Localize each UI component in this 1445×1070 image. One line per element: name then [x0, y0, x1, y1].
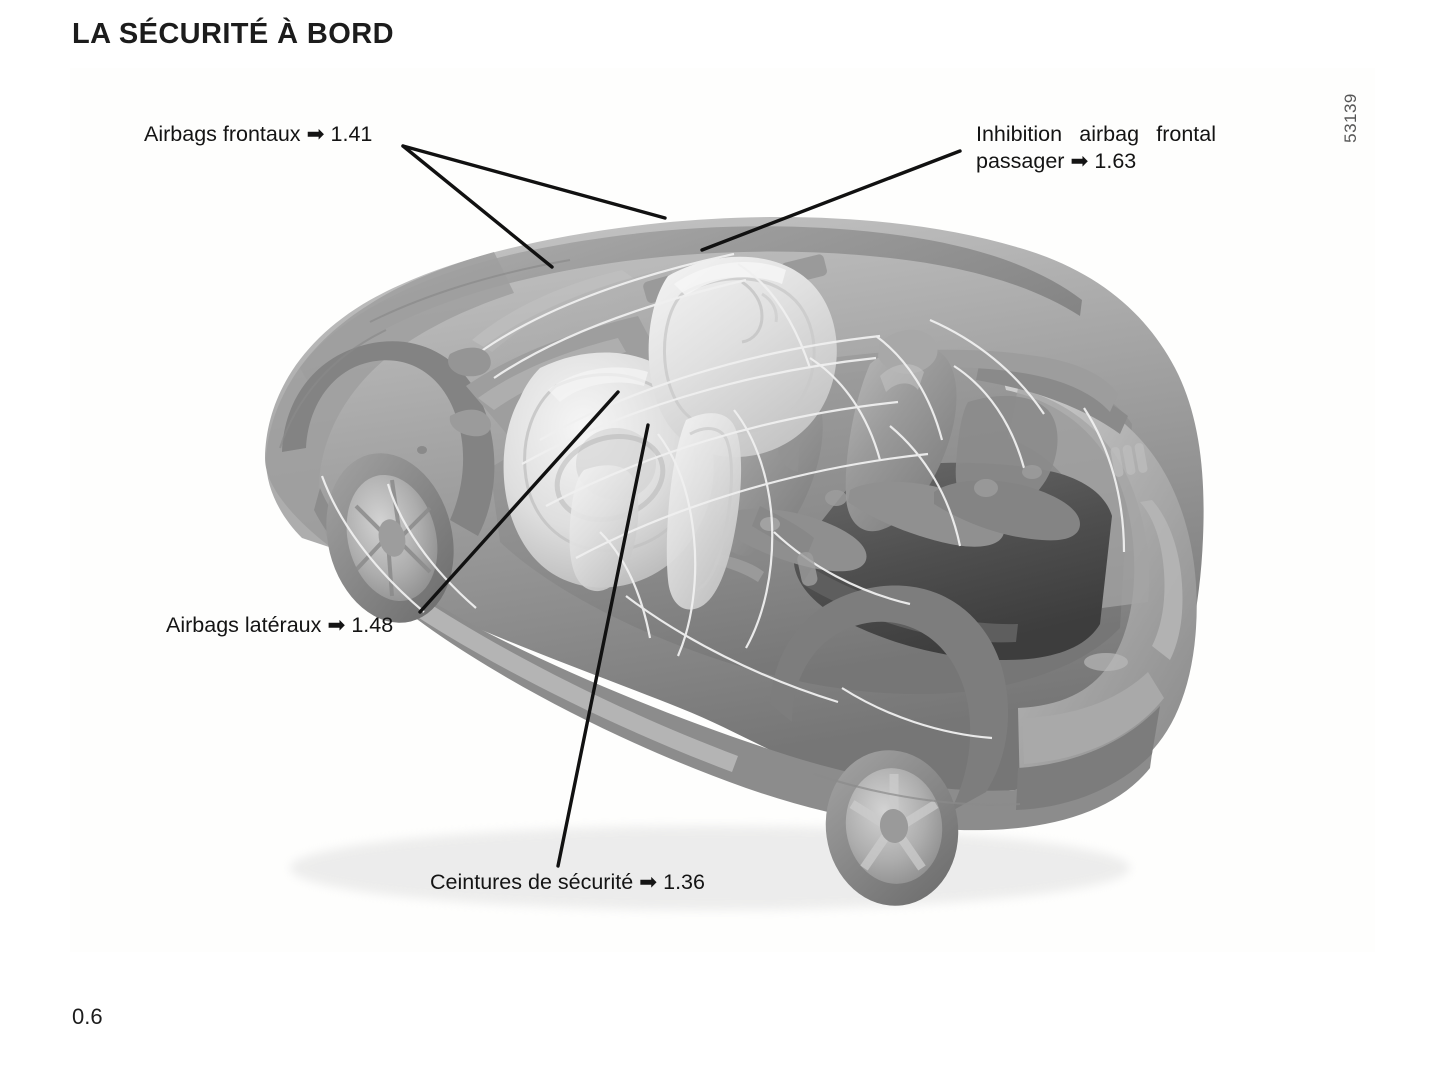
rear-bench-cushion [934, 480, 1080, 541]
console-cupholder [797, 551, 818, 586]
car-safety-illustration [70, 68, 1375, 952]
door-sill-highlight [392, 584, 738, 772]
callout-passenger-inhibition-line-2: passager ➡ 1.63 [976, 149, 1137, 173]
passenger-airbag-seam [663, 277, 816, 434]
callout-seatbelts: Ceintures de sécurité ➡ 1.36 [430, 869, 705, 896]
passenger-airbag-highlight [674, 261, 786, 296]
front-hub [378, 519, 406, 557]
lateral-side-airbag [666, 413, 742, 610]
leader-lines [401, 144, 962, 868]
rear-wheel-arch [770, 585, 1009, 812]
body-crease-lines [279, 259, 1021, 806]
lateral-airbag-seam [689, 427, 733, 592]
front-wheel-arch [282, 341, 495, 536]
leader-seatbelts [556, 423, 650, 868]
rear-wheel [825, 750, 959, 906]
leader-lateral-airbags [418, 390, 620, 614]
passenger-bolster-highlight [880, 364, 924, 392]
callout-frontal-airbags-text: Airbags frontaux ➡ 1.41 [144, 122, 373, 146]
illustration-panel [70, 68, 1375, 952]
parcel-shelf [770, 349, 1118, 412]
wing-mirror [447, 347, 491, 377]
interior-details [797, 465, 1042, 586]
callout-passenger-inhibition-line-1: Inhibition airbag frontal [976, 122, 1216, 146]
rear-trim-bolt [1022, 465, 1042, 479]
car-body [265, 216, 1204, 910]
rear-bumper-lower [1016, 706, 1160, 810]
leader-passenger-inhibition [700, 149, 962, 252]
passenger-airbag-fold-1 [741, 280, 764, 344]
page-title: LA SÉCURITÉ À BORD [72, 18, 394, 50]
callout-seatbelts-text: Ceintures de sécurité ➡ 1.36 [430, 870, 705, 894]
tail-light [1140, 500, 1183, 660]
lateral-airbag-bag [666, 413, 742, 610]
ground-shadow [290, 826, 1130, 910]
rear-seat-bolt [974, 479, 998, 497]
driver-airbag-highlight [548, 367, 648, 402]
door-lock-pin [417, 446, 427, 454]
leader-frontal-to-driver-bag [401, 144, 554, 269]
front-wheel [326, 453, 454, 623]
rear-bumper [1022, 672, 1164, 764]
callout-passenger-inhibition: Inhibition airbag frontal passager ➡ 1.6… [976, 121, 1226, 175]
gear-lever-knob [760, 517, 780, 531]
rear-badge [1084, 653, 1128, 671]
interior-details-light [1110, 443, 1148, 477]
boot-strut-1 [1110, 447, 1124, 477]
leader-frontal-to-passenger-bag [401, 144, 667, 220]
passenger-frontal-airbag [648, 256, 837, 457]
page-number: 0.6 [72, 1004, 103, 1029]
passenger-airbag-bag [648, 256, 837, 457]
seat-rail-bolt [825, 490, 847, 506]
cutaway-ghost-lines [320, 252, 1126, 740]
callout-lateral-airbags-text: Airbags latéraux ➡ 1.48 [166, 613, 394, 637]
boot-strut-3 [1134, 443, 1148, 473]
door-handle [449, 409, 492, 437]
passenger-airbag-fold-2 [761, 292, 778, 323]
passenger-headrest [878, 329, 938, 374]
callout-lateral-airbags: Airbags latéraux ➡ 1.48 [166, 612, 393, 639]
figure-reference-text: 53139 [1341, 93, 1360, 143]
figure-reference-number: 53139 [1340, 78, 1362, 158]
callout-frontal-airbags: Airbags frontaux ➡ 1.41 [144, 121, 372, 148]
rear-hub [879, 809, 909, 843]
boot-strut-2 [1122, 445, 1136, 475]
rear-rim-spokes [849, 774, 939, 871]
